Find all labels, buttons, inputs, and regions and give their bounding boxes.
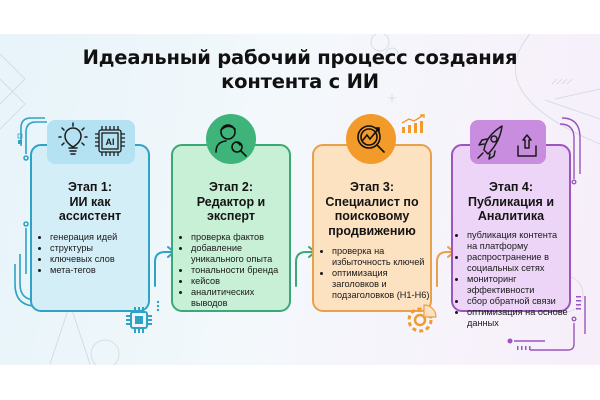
svg-text:AI: AI: [106, 137, 115, 147]
stage-1-card: Этап 1: ИИ как ассистент генерация идей …: [30, 144, 150, 312]
list-item: сбор обратной связи: [467, 296, 569, 307]
stage-2-card: Этап 2: Редактор и эксперт проверка факт…: [171, 144, 291, 312]
stage-2-icon-circle: [206, 114, 256, 164]
analytics-magnifier-icon: [357, 125, 385, 153]
stage-4-title: Этап 4: Публикация и Аналитика: [453, 180, 569, 224]
stage-2-list: проверка фактов добавление уникального о…: [173, 232, 289, 309]
stage-2-title-line: эксперт: [206, 209, 256, 223]
user-search-icon: [215, 124, 247, 157]
stage-3-title-line: поисковому: [334, 209, 410, 223]
stage-4-title-line: Публикация и: [468, 194, 554, 209]
stage-1-title-line: ИИ как: [69, 194, 111, 209]
stage-3-card: Этап 3: Специалист по поисковому продвиж…: [312, 144, 432, 312]
stage-3-list: проверка на избыточность ключей оптимиза…: [314, 246, 430, 301]
list-item: распространение в социальных сетях: [467, 252, 569, 274]
stage-2-title-line: Редактор и: [196, 194, 266, 209]
list-item: структуры: [50, 243, 148, 254]
ai-chip-icon: [95, 126, 125, 156]
list-item: ключевых слов: [50, 254, 148, 265]
list-item: кейсов: [191, 276, 289, 287]
title-line-2: контента с ИИ: [221, 70, 379, 93]
stage-4-number: Этап 4:: [488, 180, 534, 194]
stage-2-title: Этап 2: Редактор и эксперт: [173, 180, 289, 224]
page-title: Идеальный рабочий процесс создания конте…: [0, 46, 600, 94]
stage-1-icon-panel: AI: [47, 120, 135, 164]
infographic-canvas: Идеальный рабочий процесс создания конте…: [0, 34, 600, 365]
stage-4-card: Этап 4: Публикация и Аналитика публикаци…: [451, 144, 571, 328]
pie-chart-icon: [407, 304, 437, 333]
bar-chart-growth-icon: [401, 114, 425, 133]
list-item: публикация контента на платформу: [467, 230, 569, 252]
stage-2-number: Этап 2:: [208, 180, 254, 194]
list-item: аналитических выводов: [191, 287, 289, 309]
upload-icon: [517, 134, 537, 157]
list-item: генерация идей: [50, 232, 148, 243]
stage-1-title-line: ассистент: [58, 209, 122, 223]
stage-3-title-line: продвижению: [328, 223, 416, 238]
list-item: мета-тегов: [50, 265, 148, 276]
list-item: добавление уникального опыта: [191, 243, 289, 265]
list-item: тональности бренда: [191, 265, 289, 276]
title-line-1: Идеальный рабочий процесс создания: [82, 46, 518, 69]
lightbulb-icon: [58, 122, 88, 155]
rocket-icon: [477, 125, 503, 160]
stage-1-list: генерация идей структуры ключевых слов м…: [32, 232, 148, 276]
list-item: проверка фактов: [191, 232, 289, 243]
stage-3-number: Этап 3:: [349, 180, 395, 194]
stage-1-number: Этап 1:: [67, 180, 113, 194]
list-item: оптимизация заголовков и подзаголовков (…: [332, 268, 430, 301]
stage-4-icon-panel: [470, 120, 546, 164]
list-item: мониторинг эффективности: [467, 274, 569, 296]
stage-3-icon-circle: [346, 114, 396, 164]
stage-3-title-line: Специалист по: [325, 194, 419, 209]
stage-4-list: публикация контента на платформу распрос…: [453, 230, 569, 329]
stage-4-title-line: Аналитика: [477, 209, 545, 223]
list-item: оптимизация на основе данных: [467, 307, 569, 329]
stage-3-title: Этап 3: Специалист по поисковому продвиж…: [314, 180, 430, 238]
stage-1-title: Этап 1: ИИ как ассистент: [32, 180, 148, 224]
cpu-chip-icon: [126, 307, 152, 333]
list-item: проверка на избыточность ключей: [332, 246, 430, 268]
